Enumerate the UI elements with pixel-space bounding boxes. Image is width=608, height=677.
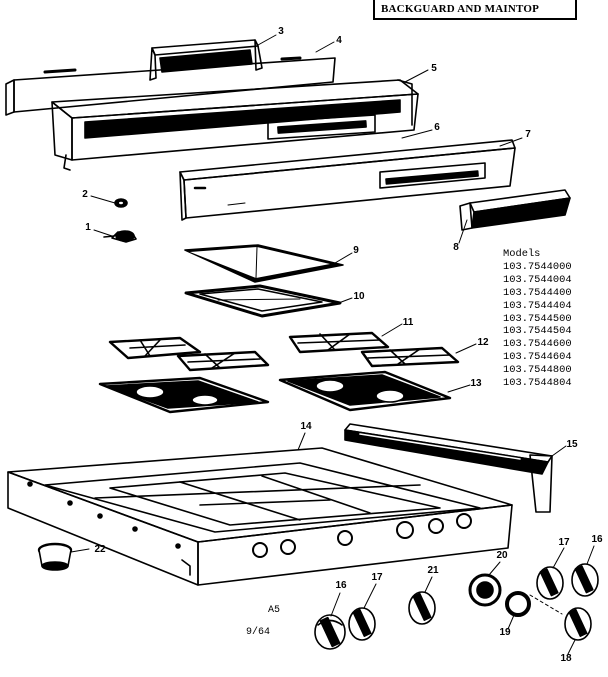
backguard-handle xyxy=(149,39,263,81)
callout-16-b: 16 xyxy=(591,534,603,545)
callout-12: 12 xyxy=(477,337,489,348)
callout-11: 11 xyxy=(402,317,414,328)
knob-19-ring xyxy=(505,591,531,617)
model-number: 103.7544600 xyxy=(503,338,572,351)
burner-valve xyxy=(103,230,137,243)
knob-18 xyxy=(564,607,592,641)
callout-4: 4 xyxy=(336,35,342,46)
burner-box xyxy=(98,370,452,414)
knob-17-b xyxy=(536,566,564,600)
leader-lines xyxy=(70,34,595,655)
callout-21: 21 xyxy=(427,565,439,576)
callout-8: 8 xyxy=(453,242,459,253)
callout-13: 13 xyxy=(470,378,482,389)
diagram-code: A5 xyxy=(268,605,281,616)
callout-2: 2 xyxy=(82,189,88,200)
knob-16-b xyxy=(571,563,599,597)
model-number: 103.7544400 xyxy=(503,286,572,299)
models-list: Models 103.7544000 103.7544004 103.75444… xyxy=(503,248,607,390)
model-number: 103.7544804 xyxy=(503,377,572,390)
knob-16-a xyxy=(314,614,346,650)
spacer-washer xyxy=(114,198,128,208)
side-rail xyxy=(344,423,553,513)
knob-21 xyxy=(408,591,436,625)
maintop-frame xyxy=(7,447,513,586)
callout-3: 3 xyxy=(278,26,284,37)
callout-17-b: 17 xyxy=(558,537,570,548)
model-number: 103.7544800 xyxy=(503,364,572,377)
callout-20: 20 xyxy=(496,550,508,561)
grate xyxy=(108,331,460,372)
callout-18: 18 xyxy=(560,653,572,664)
models-heading: Models xyxy=(503,248,541,260)
knob-20 xyxy=(468,573,502,607)
model-number: 103.7544604 xyxy=(503,351,572,364)
model-number: 103.7544000 xyxy=(503,260,572,273)
griddle-cover xyxy=(184,244,344,283)
model-number: 103.7544404 xyxy=(503,299,572,312)
page-title: BACKGUARD AND MAINTOP xyxy=(381,3,540,15)
griddle-frame xyxy=(184,284,342,318)
callout-19: 19 xyxy=(499,627,511,638)
callout-16-a: 16 xyxy=(335,580,347,591)
callout-14: 14 xyxy=(300,421,312,432)
knob-17-a xyxy=(348,607,376,641)
model-number: 103.7544504 xyxy=(503,325,572,338)
callout-9: 9 xyxy=(353,245,359,256)
control-panel xyxy=(179,139,516,221)
callout-15: 15 xyxy=(566,439,578,450)
page-header: BACKGUARD AND MAINTOP xyxy=(373,0,577,20)
callout-5: 5 xyxy=(431,63,437,74)
model-number: 103.7544500 xyxy=(503,312,572,325)
callout-6: 6 xyxy=(434,122,440,133)
backguard-housing xyxy=(51,79,419,171)
model-number: 103.7544004 xyxy=(503,273,572,286)
callout-1: 1 xyxy=(85,222,91,233)
callout-22: 22 xyxy=(94,544,106,555)
callout-17-a: 17 xyxy=(371,572,383,583)
callout-7: 7 xyxy=(525,129,531,140)
bezel-cup xyxy=(37,542,73,571)
trim-strip xyxy=(459,189,571,231)
callout-10: 10 xyxy=(353,291,365,302)
diagram-date: 9/64 xyxy=(246,627,271,638)
